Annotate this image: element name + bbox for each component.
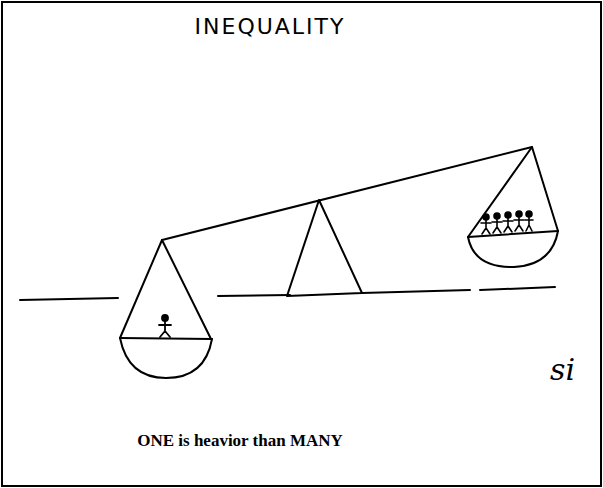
- stick-person: [159, 315, 171, 337]
- cartoon-caption: ONE is heavior than MANY: [30, 431, 450, 451]
- right-pan: [468, 147, 558, 267]
- stick-people-group: [481, 211, 533, 234]
- left-pan: [120, 240, 212, 378]
- cartoon-title: INEQUALITY: [150, 14, 390, 39]
- artist-signature: si: [550, 352, 575, 387]
- fulcrum-triangle: [287, 200, 362, 296]
